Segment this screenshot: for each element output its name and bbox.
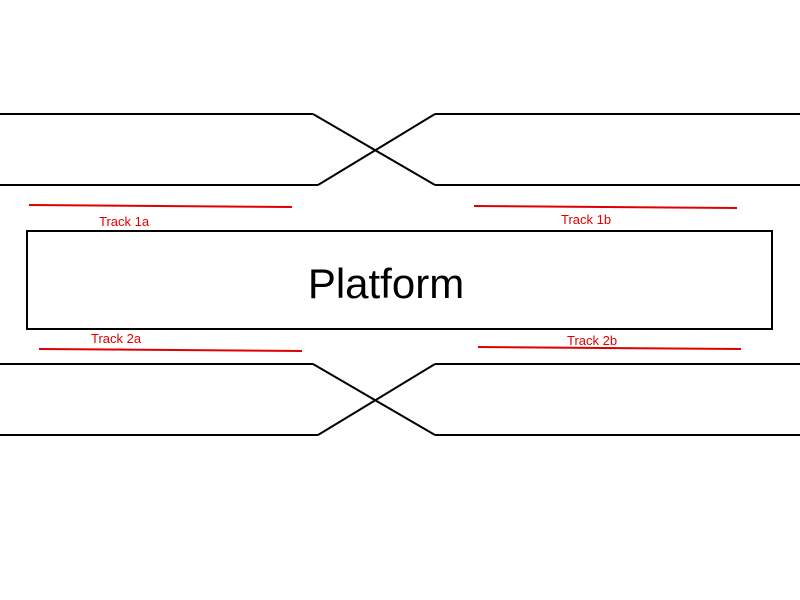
track-1a-label: Track 1a [99,214,150,229]
track-2b-marker [477,346,742,350]
track-1b-label: Track 1b [561,212,611,227]
track-2b-label: Track 2b [567,333,617,348]
lower-crossover-line-2 [317,363,436,436]
track-2a-label: Track 2a [91,331,142,346]
track-1b-marker [473,205,738,209]
upper-crossover-line-1 [312,113,436,186]
lower-rails [0,363,800,436]
lower-crossover [312,363,436,436]
track-2a-marker [38,348,303,352]
platform-box [26,230,773,330]
track-2a: Track 2a [38,331,303,352]
track-1a: Track 1a [28,204,293,229]
upper-crossover-line-2 [317,113,436,186]
track-1b: Track 1b [473,205,738,227]
platform-label: Platform [308,260,464,307]
lower-crossover-line-1 [312,363,436,436]
track-1a-marker [28,204,293,208]
upper-crossover [312,113,436,186]
platform: Platform [26,230,773,330]
track-2b: Track 2b [477,333,742,350]
upper-rails [0,113,800,186]
